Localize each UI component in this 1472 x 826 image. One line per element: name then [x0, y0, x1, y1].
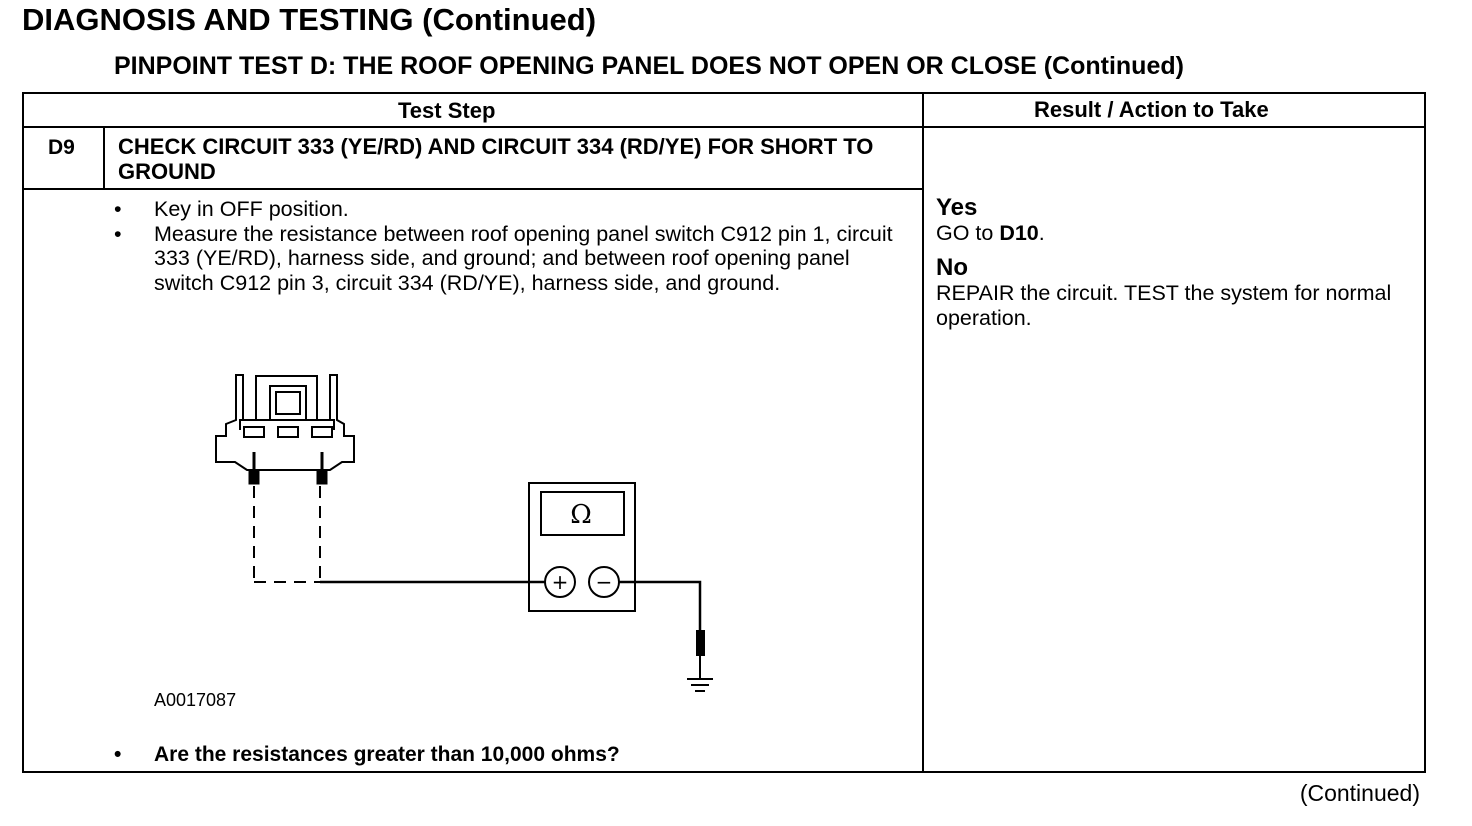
page-title: DIAGNOSIS AND TESTING (Continued) — [22, 2, 597, 37]
instruction-list: • Key in OFF position. • Measure the res… — [114, 197, 904, 295]
step-title: CHECK CIRCUIT 333 (YE/RD) AND CIRCUIT 33… — [118, 134, 874, 184]
bullet: • — [114, 221, 122, 246]
bullet: • — [114, 743, 122, 766]
question-text: Are the resistances greater than 10,000 … — [154, 743, 620, 766]
step-title-rule — [22, 188, 924, 190]
step-reference-link[interactable]: D10 — [999, 221, 1039, 245]
result-yes: Yes — [936, 194, 978, 221]
pin-1-cavity — [243, 426, 265, 438]
positive-terminal-symbol: + — [552, 570, 569, 594]
connector-c912 — [215, 374, 355, 471]
instruction-text: Key in OFF position. — [154, 197, 349, 221]
result-no-action: REPAIR the circuit. TEST the system for … — [936, 281, 1392, 330]
negative-terminal-symbol: − — [596, 570, 613, 594]
header-result-action: Result / Action to Take — [1034, 97, 1269, 122]
column-divider — [922, 92, 924, 773]
table-border-left — [22, 92, 24, 773]
jumper-dashed — [253, 486, 321, 583]
table-border-right — [1424, 92, 1426, 773]
instruction-text: Measure the resistance between roof open… — [154, 221, 893, 295]
table-border-top — [22, 92, 1426, 94]
continued-note: (Continued) — [1299, 780, 1420, 806]
result-no: No — [936, 254, 968, 281]
step-question: • Are the resistances greater than 10,000… — [114, 743, 620, 767]
result-yes-action: GO to D10. — [936, 221, 1045, 245]
step-id: D9 — [48, 136, 75, 159]
pin-3-cavity — [311, 426, 333, 438]
ground-symbol — [687, 678, 713, 692]
list-item: • Measure the resistance between roof op… — [114, 222, 904, 296]
negative-lead — [619, 580, 702, 632]
figure-id: A0017087 — [154, 690, 237, 710]
header-rule — [22, 126, 1426, 128]
header-test-step: Test Step — [398, 98, 496, 123]
pin-2-cavity — [277, 426, 299, 438]
ground-probe — [696, 630, 705, 656]
bullet: • — [114, 197, 122, 221]
table-border-bottom — [22, 771, 1426, 773]
ohm-symbol: Ω — [570, 500, 592, 530]
page-subtitle: PINPOINT TEST D: THE ROOF OPENING PANEL … — [114, 52, 1184, 80]
list-item: • Key in OFF position. — [114, 197, 904, 222]
wire-stubs — [248, 452, 328, 485]
step-id-divider — [103, 126, 105, 190]
